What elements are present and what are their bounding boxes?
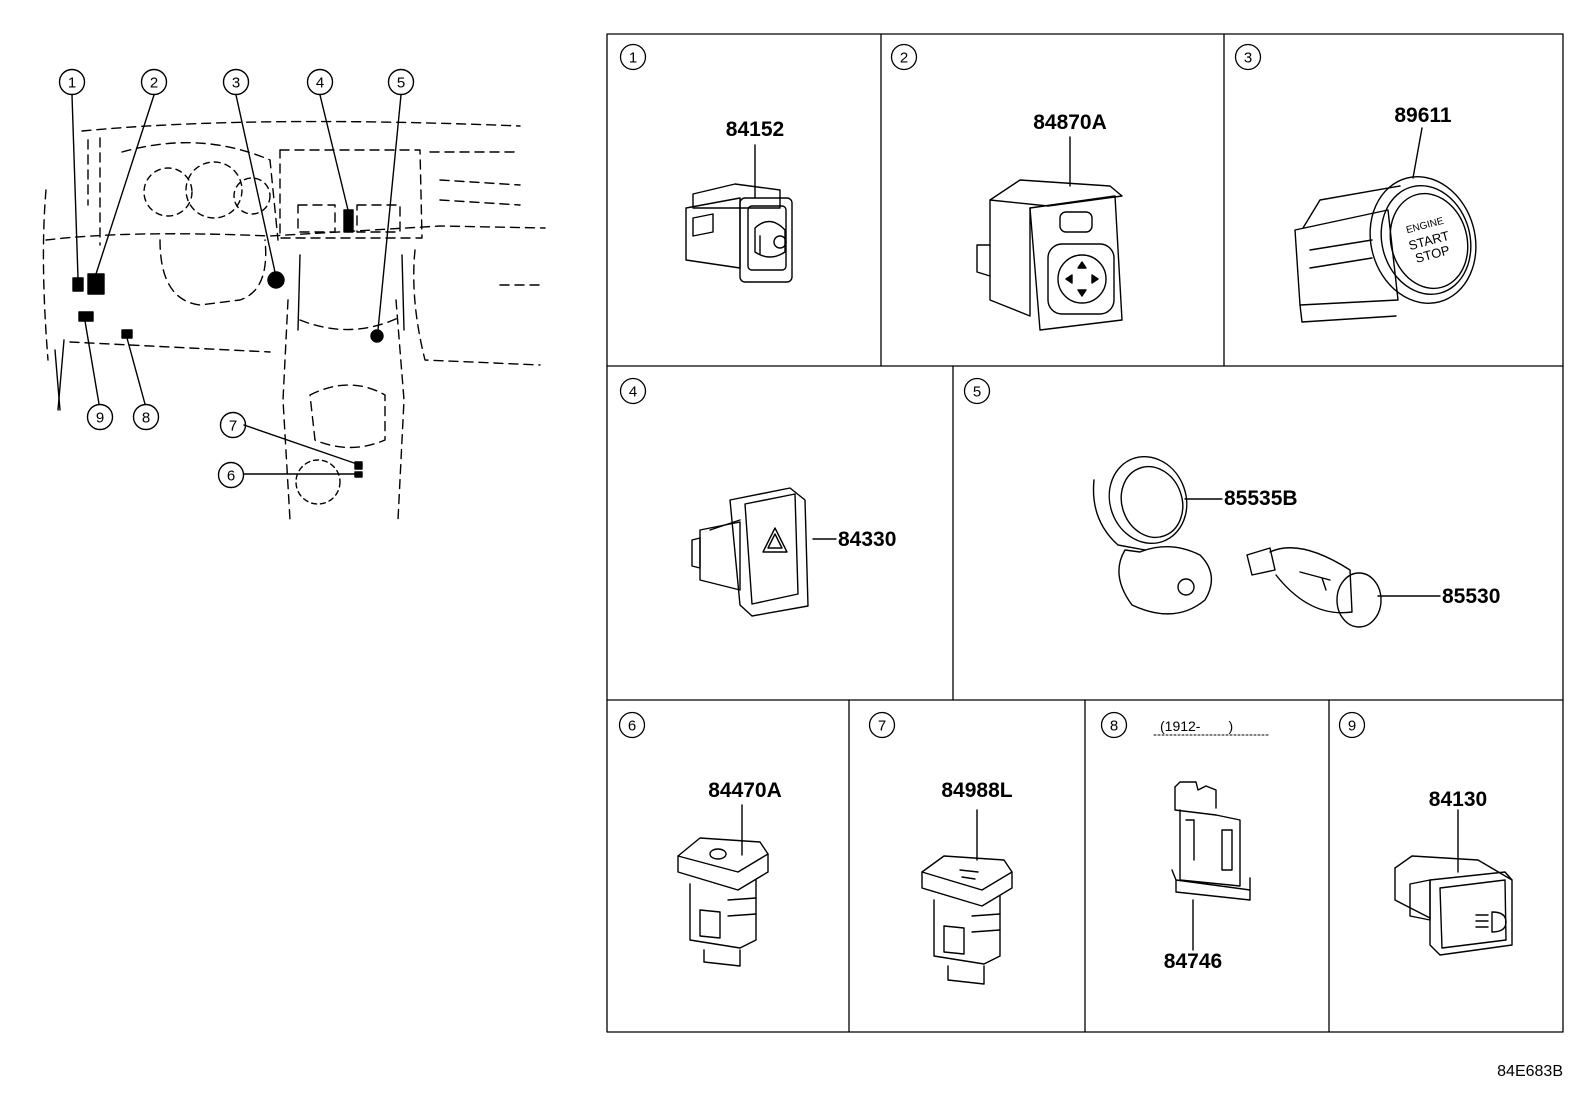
part-84470A-drawing xyxy=(677,804,769,967)
part-89611-drawing xyxy=(1294,127,1477,323)
panel-index-4: 4 xyxy=(629,384,637,401)
part-number-84130[interactable]: 84130 xyxy=(1429,788,1487,811)
part-84130-drawing xyxy=(1394,809,1513,956)
overview-callout-label-6: 6 xyxy=(227,468,235,485)
overview-callout-label-7: 7 xyxy=(229,418,237,435)
part-number-85535B[interactable]: 85535B xyxy=(1224,487,1298,510)
callout-5 xyxy=(387,68,415,96)
callout-1 xyxy=(58,68,86,96)
part-85530-drawing xyxy=(1246,547,1441,628)
part-number-84470A[interactable]: 84470A xyxy=(708,779,782,802)
callout-4 xyxy=(306,68,334,96)
engine-start-button-icon xyxy=(1389,192,1469,290)
part-84330-drawing xyxy=(691,487,837,617)
part-number-84746[interactable]: 84746 xyxy=(1164,950,1222,973)
panel-index-6: 6 xyxy=(628,718,636,735)
drawing-code: 84E683B xyxy=(1497,1063,1563,1080)
overview-callout-label-3: 3 xyxy=(232,75,240,92)
dashboard-overview xyxy=(42,68,546,521)
callout-3 xyxy=(222,68,250,96)
part-number-84870A[interactable]: 84870A xyxy=(1033,111,1107,134)
callout-8 xyxy=(132,403,160,431)
panel-8-note: (1912- ) xyxy=(1160,718,1233,734)
callout-7 xyxy=(219,411,247,439)
part-number-89611[interactable]: 89611 xyxy=(1394,104,1452,127)
callout-6 xyxy=(217,461,245,489)
panel-index-7: 7 xyxy=(878,718,886,735)
overview-callouts xyxy=(58,68,415,489)
overview-callout-label-4: 4 xyxy=(316,75,324,92)
part-number-84988L[interactable]: 84988L xyxy=(941,779,1012,802)
part-84152-drawing xyxy=(685,144,793,283)
overview-callout-label-2: 2 xyxy=(150,75,158,92)
part-number-85530[interactable]: 85530 xyxy=(1442,585,1500,608)
panel-index-8: 8 xyxy=(1110,718,1118,735)
callout-2 xyxy=(140,68,168,96)
panel-index-3: 3 xyxy=(1244,50,1252,67)
panel-index-2: 2 xyxy=(900,50,908,67)
panel-index-5: 5 xyxy=(973,384,981,401)
mirror-adjust-icon xyxy=(754,220,786,258)
part-number-84330[interactable]: 84330 xyxy=(838,528,896,551)
panel-index-1: 1 xyxy=(629,50,637,67)
part-85535B-drawing xyxy=(1092,455,1223,615)
overview-callout-label-1: 1 xyxy=(68,75,76,92)
hazard-triangle-icon xyxy=(762,527,788,553)
panel-index-9: 9 xyxy=(1348,718,1356,735)
part-84988L-drawing xyxy=(921,809,1013,985)
overview-callout-label-5: 5 xyxy=(397,75,405,92)
part-84870A-drawing xyxy=(976,136,1123,331)
parts-grid xyxy=(606,33,1564,1033)
part-84746-drawing xyxy=(1171,781,1251,951)
callout-9 xyxy=(86,403,114,431)
power-outlet-icon xyxy=(1177,578,1195,596)
headlamp-icon xyxy=(1491,911,1507,933)
overview-callout-label-9: 9 xyxy=(96,410,104,427)
overview-callout-label-8: 8 xyxy=(142,410,150,427)
part-number-84152[interactable]: 84152 xyxy=(726,118,784,141)
